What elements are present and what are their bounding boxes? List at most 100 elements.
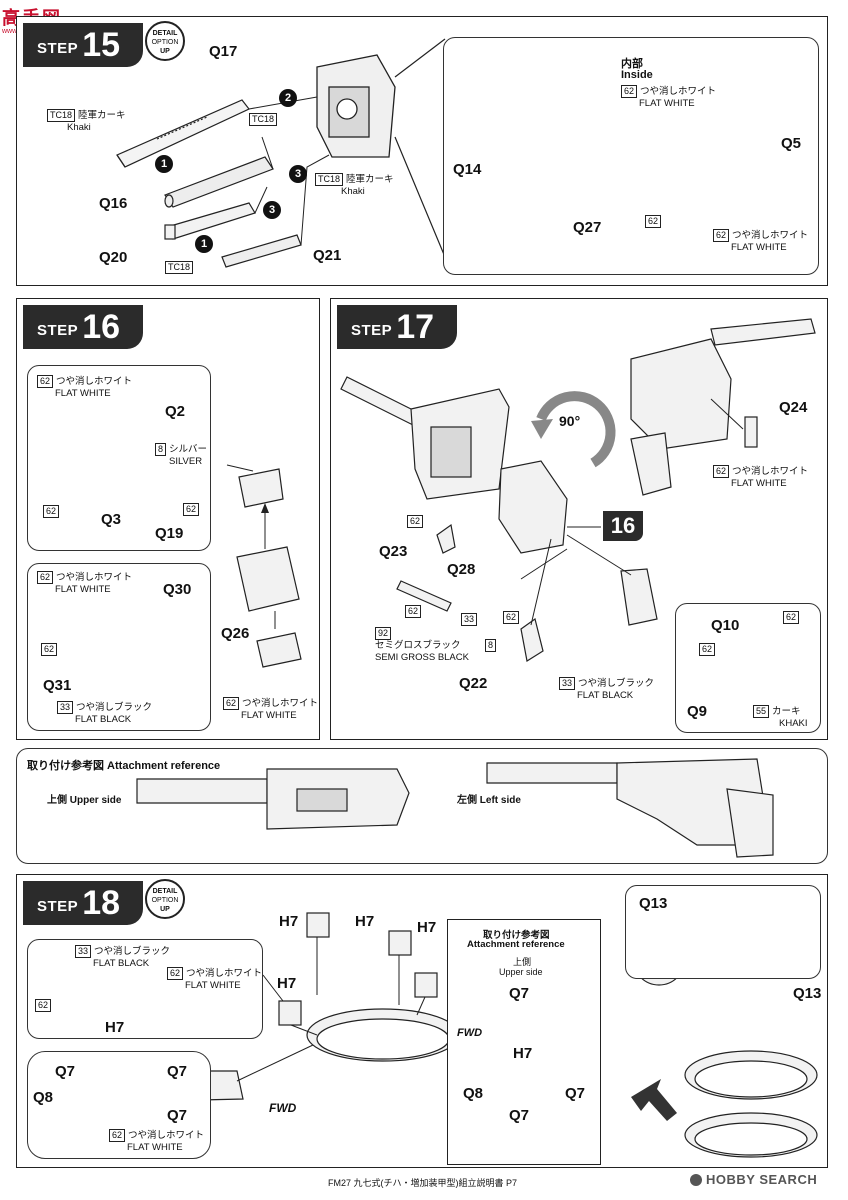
part-q5: Q5	[781, 135, 802, 152]
step15-badge: STEP 15	[23, 23, 143, 67]
part-q22: Q22	[459, 675, 488, 692]
attachment-title: 取り付け参考図 Attachment reference	[27, 760, 221, 772]
brand-text: HOBBY SEARCH	[706, 1172, 818, 1187]
inside-label-en: Inside	[621, 69, 653, 81]
part-q21: Q21	[313, 247, 342, 264]
detail-line2: OPTION	[151, 39, 179, 46]
inside-detail-box	[443, 37, 819, 275]
part-h7-3: H7	[417, 919, 437, 936]
part-q7-a: Q7	[55, 1063, 76, 1080]
ref-part-q7-bottom: Q7	[509, 1107, 530, 1124]
paint-code-62-q27: 62	[645, 215, 664, 228]
ref-title-en: Attachment reference	[467, 939, 565, 950]
step17-badge: STEP 17	[337, 305, 457, 349]
paint-code-62-h7: 62	[35, 999, 54, 1012]
step-number: 15	[82, 25, 121, 64]
part-q13: Q13	[793, 985, 822, 1002]
paint-code-33-q28: 33	[461, 613, 480, 626]
part-q9: Q9	[687, 703, 708, 720]
step16-badge: STEP 16	[23, 305, 143, 349]
part-q14: Q14	[453, 161, 482, 178]
paint-code-62-q22: 62	[503, 611, 522, 624]
part-q3: Q3	[101, 511, 122, 528]
paint-en: Khaki	[67, 122, 91, 134]
fwd-label-main: FWD	[269, 1101, 297, 1115]
part-q31: Q31	[43, 677, 72, 694]
q9-q10-subbox	[675, 603, 821, 733]
attachment-reference-subbox	[447, 919, 601, 1165]
part-q13-detail: Q13	[639, 895, 668, 912]
detail-line3: UP	[160, 48, 170, 55]
attachment-drawing	[136, 758, 774, 858]
attachment-left-side: 左側 Left side	[457, 795, 521, 806]
step17-drawing	[340, 318, 816, 702]
ref-part-q8: Q8	[463, 1085, 484, 1102]
ref-part-q7-right: Q7	[565, 1085, 586, 1102]
part-q26: Q26	[221, 625, 250, 642]
h7-paint-subbox	[27, 939, 263, 1039]
part-q8: Q8	[33, 1089, 54, 1106]
part-q30: Q30	[163, 581, 192, 598]
paint-callout-semi-gloss: 92 セミグロスブラック SEMI GROSS BLACK	[375, 627, 469, 664]
part-q10: Q10	[711, 617, 740, 634]
q13-detail-subbox	[625, 885, 821, 979]
paint-code-62-q23: 62	[407, 515, 426, 528]
step18-badge: STEP 18	[23, 881, 143, 925]
seq-num-1b: 1	[195, 235, 213, 253]
step-word: STEP	[37, 39, 79, 57]
part-q7-b: Q7	[167, 1063, 188, 1080]
paint-code-62-q10: 62	[783, 611, 802, 624]
part-q19: Q19	[155, 525, 184, 542]
seq-num-3a: 3	[289, 165, 307, 183]
part-q2: Q2	[165, 403, 186, 420]
attachment-upper-side: 上側 Upper side	[47, 795, 122, 806]
attachment-reference-panel: 取り付け参考図 Attachment reference 上側 Upper si…	[16, 748, 828, 864]
paint-code: TC18	[47, 109, 76, 122]
part-h7-1: H7	[279, 913, 299, 930]
part-q27: Q27	[573, 219, 602, 236]
footer-brand: HOBBY SEARCH	[690, 1172, 817, 1187]
rotate-90-label: 90°	[559, 413, 581, 429]
ref-step16-badge: 16	[603, 511, 643, 541]
part-q17: Q17	[209, 43, 238, 60]
part-h7-4: H7	[277, 975, 297, 992]
ref-fwd-label: FWD	[457, 1027, 483, 1039]
ref-part-h7: H7	[513, 1045, 533, 1062]
paint-code-tc18: TC18	[249, 113, 280, 126]
paint-code-8-q22: 8	[485, 639, 499, 652]
part-q24: Q24	[779, 399, 808, 416]
ref-upper-jp: 上側	[513, 957, 532, 967]
brand-icon	[690, 1173, 702, 1186]
detail-up-badge: DETAIL OPTION UP	[145, 879, 185, 919]
paint-code-62-q28: 62	[405, 605, 424, 618]
footer-manual-text: FM27 九七式(チハ・増加装甲型)組立説明書 P7	[328, 1178, 518, 1188]
part-q7-c: Q7	[167, 1107, 188, 1124]
ref-part-q7-top: Q7	[509, 985, 530, 1002]
seq-num-2: 2	[279, 89, 297, 107]
paint-code-62-c: 62	[41, 643, 60, 656]
part-h7-2: H7	[355, 913, 375, 930]
detail-up-badge: DETAIL OPTION UP	[145, 21, 185, 61]
seq-num-3b: 3	[263, 201, 281, 219]
part-q23: Q23	[379, 543, 408, 560]
detail-line1: DETAIL	[152, 30, 178, 37]
q2-q3-q19-subbox	[27, 365, 211, 551]
paint-jp: 陸軍カーキ	[78, 110, 126, 122]
paint-code-62-q9: 62	[699, 643, 718, 656]
